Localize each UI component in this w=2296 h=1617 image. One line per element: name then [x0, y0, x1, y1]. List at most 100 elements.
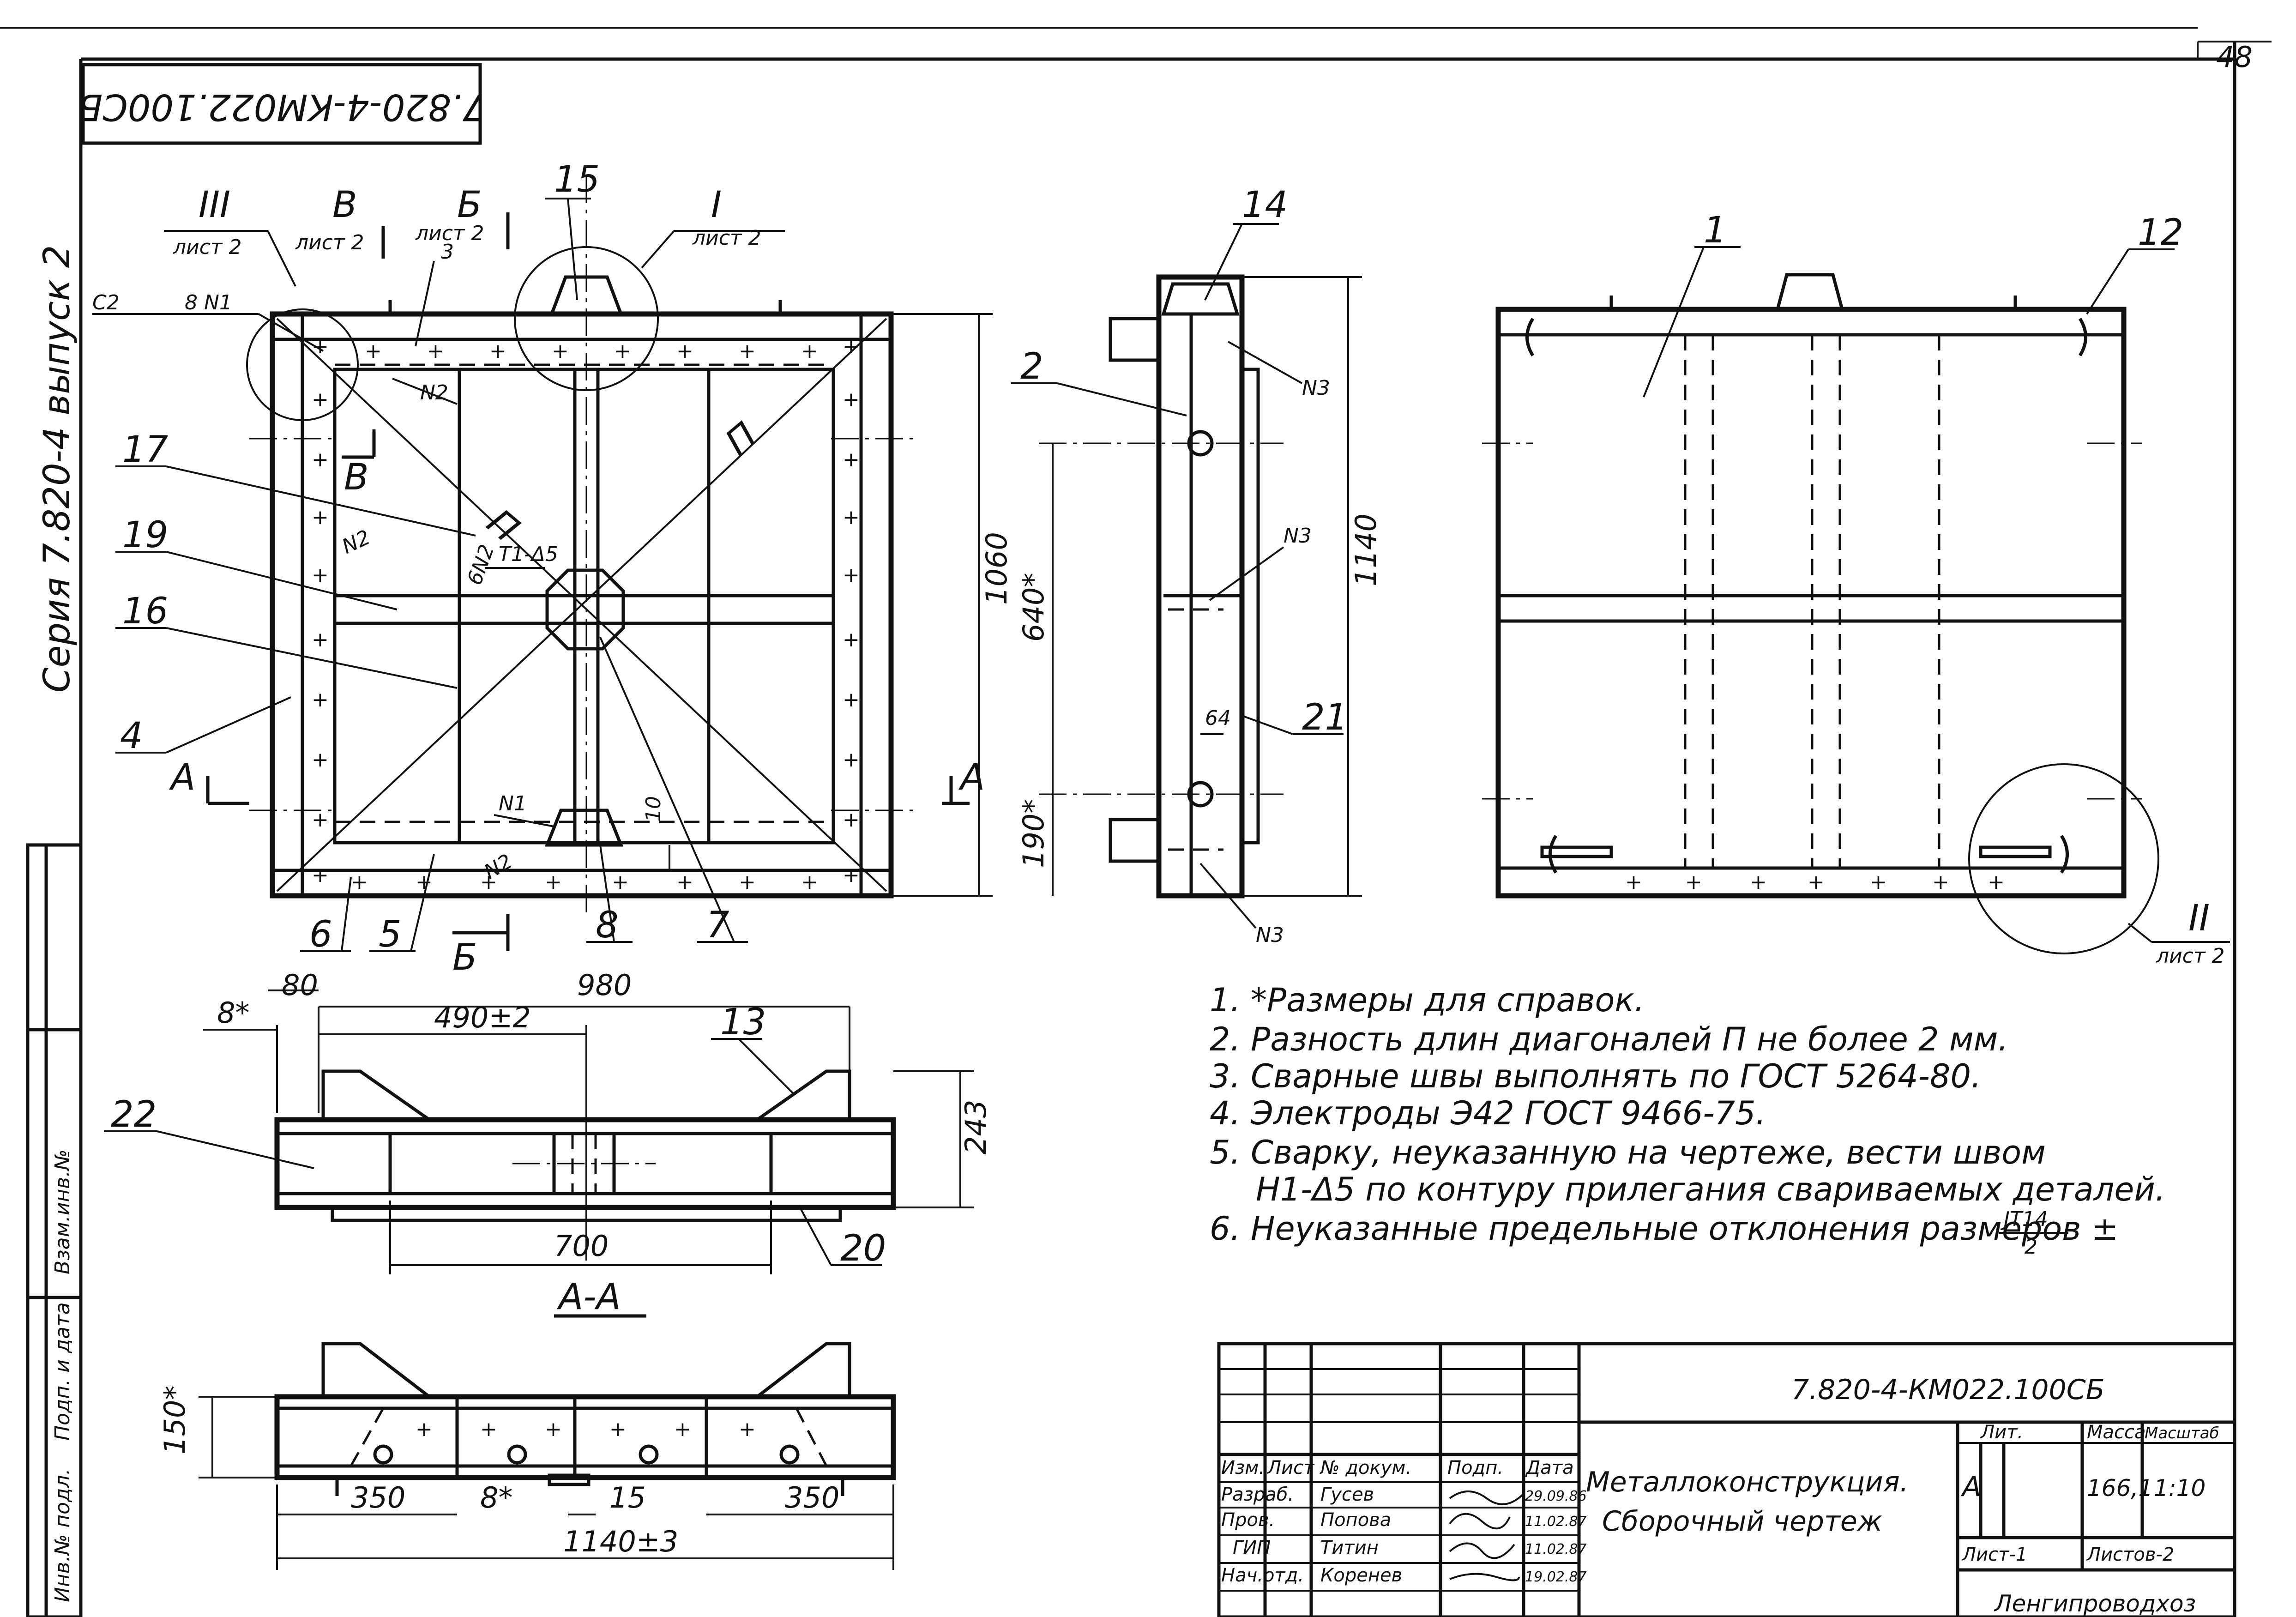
section-a-a-title: А-А: [556, 1276, 621, 1318]
svg-text:+: +: [843, 688, 860, 712]
section-b-bottom: Б: [452, 937, 477, 978]
tb-role-4: Нач.отд.: [1221, 1565, 1304, 1586]
dim-1140-b: 1140±3: [563, 1525, 678, 1558]
callout-1: 1: [1704, 210, 1727, 251]
svg-text:+: +: [416, 1418, 433, 1441]
section-b-sheet: лист 2: [415, 222, 484, 245]
note-1: 1. *Размеры для справок.: [1210, 981, 1645, 1019]
dim-8-b: 8*: [480, 1481, 512, 1514]
section-v-top: В: [332, 184, 357, 226]
tb-name-4: Коренев: [1320, 1565, 1402, 1586]
svg-text:+: +: [1808, 870, 1825, 894]
tb-date-4: 19.02.87: [1525, 1569, 1587, 1585]
dim-1140: 1140: [1349, 513, 1383, 586]
callout-5: 5: [379, 914, 402, 955]
weld-6n2: 6N2: [463, 542, 499, 588]
callout-8: 8: [596, 905, 619, 946]
svg-text:+: +: [612, 870, 629, 894]
weld-t1: Т1-Δ5: [499, 543, 558, 566]
tb-date-1: 29.09.86: [1525, 1488, 1587, 1504]
note-6-num: JT14: [2000, 1207, 2048, 1231]
dim-15: 15: [609, 1481, 646, 1514]
section-a-a: 980 80 8* 490±2 243 700 22 13 20 А-А: [104, 968, 993, 1318]
weld-n3-b: N3: [1284, 524, 1312, 548]
svg-text:+: +: [843, 628, 860, 652]
dim-700: 700: [554, 1229, 609, 1263]
tb-sheets: Листов-2: [2086, 1544, 2174, 1565]
svg-text:+: +: [427, 339, 444, 363]
section-v-sheet: лист 2: [295, 231, 364, 254]
tb-lit-label: Лит.: [1980, 1422, 2023, 1443]
svg-text:+: +: [843, 563, 860, 587]
svg-text:+: +: [312, 628, 329, 652]
svg-text:+: +: [739, 1418, 756, 1441]
callout-21: 21: [1302, 697, 1348, 738]
doc-code-stamp: 7.820-4-КМ022.100СБ: [78, 63, 485, 145]
side-strip-3: Взам.инв.№: [51, 1149, 74, 1274]
weld-c2: С2: [92, 291, 120, 314]
weld-n3-c: N3: [1256, 923, 1284, 947]
svg-text:+: +: [843, 388, 860, 411]
callout-22: 22: [111, 1094, 157, 1135]
dim-640: 640*: [1017, 573, 1050, 642]
tb-role-3: ГИП: [1233, 1537, 1271, 1558]
dim-490: 490±2: [434, 1001, 531, 1034]
weld-n2-a: N2: [420, 381, 448, 404]
detail-i: I: [711, 184, 722, 226]
tb-date-3: 11.02.87: [1525, 1541, 1587, 1557]
svg-text:+: +: [739, 339, 756, 363]
callout-17: 17: [122, 429, 168, 471]
svg-text:+: +: [552, 339, 569, 363]
svg-text:+: +: [312, 748, 329, 772]
svg-text:+: +: [843, 506, 860, 529]
section-b-top: Б: [457, 184, 482, 226]
svg-text:+: +: [312, 448, 329, 471]
weld-n1-front: N1: [499, 792, 527, 815]
svg-text:+: +: [801, 339, 818, 363]
svg-text:+: +: [1750, 870, 1767, 894]
note-3: 3. Сварные швы выполнять по ГОСТ 5264-80…: [1210, 1057, 1981, 1095]
callout-6: 6: [309, 914, 332, 955]
svg-text:+: +: [614, 339, 631, 363]
svg-text:+: +: [1685, 870, 1702, 894]
callout-20: 20: [840, 1228, 886, 1269]
svg-text:+: +: [365, 339, 382, 363]
dim-1060: 1060: [980, 532, 1013, 605]
tb-mass-label: Масса: [2087, 1422, 2146, 1443]
svg-text:+: +: [843, 448, 860, 471]
svg-text:+: +: [545, 1418, 562, 1441]
svg-text:+: +: [609, 1418, 627, 1441]
callout-19: 19: [122, 514, 168, 556]
tb-sheet: Лист-1: [1961, 1544, 2027, 1565]
tb-title-1: Металлоконструкция.: [1586, 1466, 1909, 1498]
svg-text:+: +: [801, 870, 818, 894]
callout-13: 13: [720, 1002, 766, 1043]
callout-2: 2: [1020, 346, 1043, 387]
title-block: Изм. Лист № докум. Подп. Дата Разраб. Гу…: [1217, 1342, 2236, 1617]
svg-text:+: +: [676, 339, 693, 363]
tb-role-1: Разраб.: [1221, 1484, 1294, 1505]
tb-name-3: Титин: [1320, 1537, 1379, 1558]
notes: 1. *Размеры для справок. 2. Разность дли…: [1210, 981, 2165, 1259]
diag-p-right: П: [717, 415, 765, 464]
tb-title-2: Сборочный чертеж: [1602, 1505, 1882, 1538]
svg-text:+: +: [843, 808, 860, 832]
side-strip-2: Подп. и дата: [51, 1302, 74, 1441]
callout-3: 3: [441, 240, 454, 264]
svg-text:+: +: [545, 870, 562, 894]
svg-text:+: +: [676, 870, 693, 894]
tb-mass: 166,1: [2087, 1475, 2153, 1502]
section-b-b: ++ ++ ++ 150* 350 8* 15 350 1140±3: [158, 1342, 896, 1570]
svg-text:+: +: [489, 339, 506, 363]
side-view: 1140 640* 190* 64 N3 N3 N3 14 2 21: [1011, 184, 1383, 947]
note-6-den: 2: [2025, 1235, 2037, 1259]
svg-text:+: +: [1625, 870, 1642, 894]
dim-190: 190*: [1017, 799, 1050, 868]
dim-10: 10: [642, 796, 665, 822]
th-date: Дата: [1525, 1457, 1574, 1478]
callout-15: 15: [554, 159, 600, 200]
svg-text:+: +: [1932, 870, 1949, 894]
weld-c2-spec: 8 N1: [185, 291, 232, 314]
tb-lit: А: [1960, 1471, 1981, 1503]
